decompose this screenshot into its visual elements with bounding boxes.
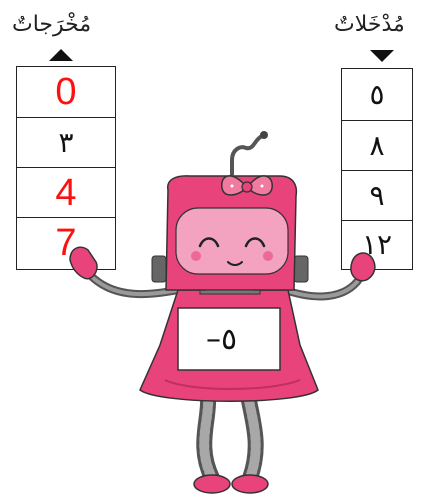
antenna [232, 131, 268, 176]
legs [194, 395, 268, 493]
robot-operation-label: ٥– [206, 322, 237, 357]
